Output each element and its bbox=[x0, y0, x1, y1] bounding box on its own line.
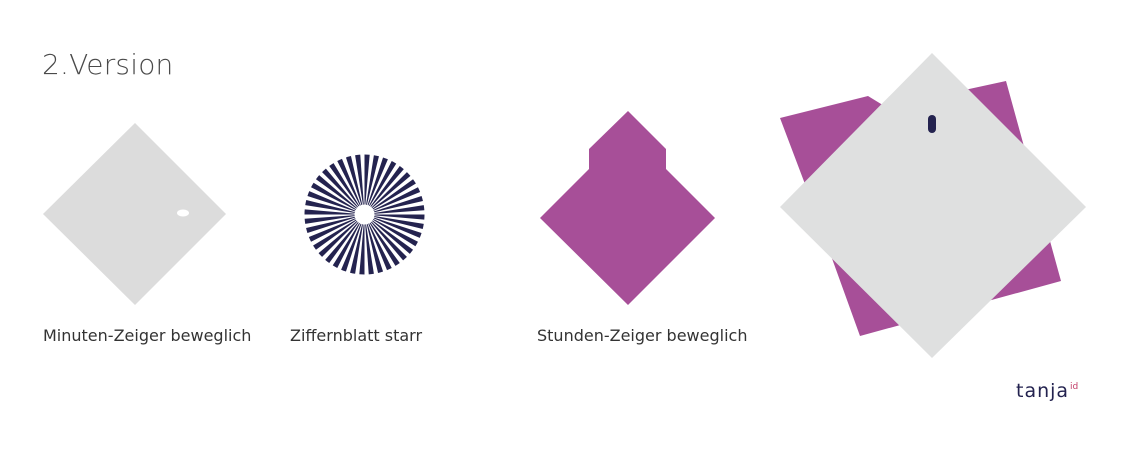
dial-ray bbox=[315, 175, 365, 215]
dial-ray bbox=[337, 158, 365, 215]
dial-ray bbox=[364, 214, 374, 275]
brand-logo: tanja id bbox=[1016, 380, 1086, 406]
dial-ray bbox=[364, 205, 425, 215]
hour-hand-shape bbox=[540, 111, 715, 305]
dial-ray bbox=[318, 214, 365, 257]
minute-hand-hole bbox=[177, 209, 189, 217]
dial-ray bbox=[359, 214, 365, 275]
dial-ray bbox=[364, 179, 416, 215]
dial-ray bbox=[364, 161, 397, 215]
minute-hand-diamond bbox=[43, 123, 226, 305]
dial-ray bbox=[364, 214, 392, 271]
dial-rays bbox=[304, 154, 425, 275]
dial-ray bbox=[304, 209, 365, 215]
logo-text: tanja bbox=[1016, 380, 1070, 402]
dial-ray bbox=[364, 214, 400, 266]
dial-ray bbox=[364, 214, 422, 238]
dial-ray bbox=[305, 200, 365, 215]
composition-front-diamond bbox=[780, 53, 1086, 358]
dial-ray bbox=[364, 155, 379, 215]
page-title: 2.Version bbox=[42, 48, 174, 81]
dial-ray bbox=[364, 172, 411, 215]
dial-ray bbox=[307, 191, 365, 215]
dial-ray bbox=[311, 182, 365, 215]
dial-ray bbox=[364, 214, 425, 220]
dial-ray bbox=[364, 195, 423, 215]
composition-marker bbox=[928, 115, 936, 133]
composition-figure bbox=[780, 53, 1086, 358]
dial-ray bbox=[313, 214, 365, 250]
dial-ray bbox=[322, 168, 365, 215]
hour-hand-caption: Stunden-Zeiger beweglich bbox=[537, 326, 748, 345]
dial-ray bbox=[364, 165, 404, 215]
hour-hand-figure bbox=[540, 111, 715, 305]
dial-ray bbox=[364, 214, 414, 254]
dial-ray bbox=[308, 214, 365, 242]
dial-ray bbox=[364, 214, 384, 273]
dial-ray bbox=[332, 214, 365, 268]
dial-ray bbox=[345, 156, 365, 215]
dial-ray bbox=[364, 214, 407, 261]
dial-ray bbox=[364, 214, 424, 229]
minute-hand-figure bbox=[43, 123, 226, 305]
dial-center bbox=[354, 204, 375, 225]
dial-ray bbox=[364, 214, 418, 247]
dial-ray bbox=[329, 163, 365, 215]
dial-ray bbox=[341, 214, 365, 272]
dial-ray bbox=[350, 214, 365, 274]
minute-hand-caption: Minuten-Zeiger beweglich bbox=[43, 326, 252, 345]
dial-ray bbox=[364, 157, 388, 215]
dial-ray bbox=[325, 214, 365, 264]
dial-figure bbox=[304, 154, 425, 275]
dial-ray bbox=[364, 154, 370, 215]
dial-caption: Ziffernblatt starr bbox=[290, 326, 423, 345]
logo-superscript: id bbox=[1070, 382, 1079, 392]
dial-ray bbox=[364, 187, 421, 215]
dial-ray bbox=[355, 154, 365, 215]
dial-ray bbox=[304, 214, 365, 224]
dial-ray bbox=[306, 214, 365, 234]
